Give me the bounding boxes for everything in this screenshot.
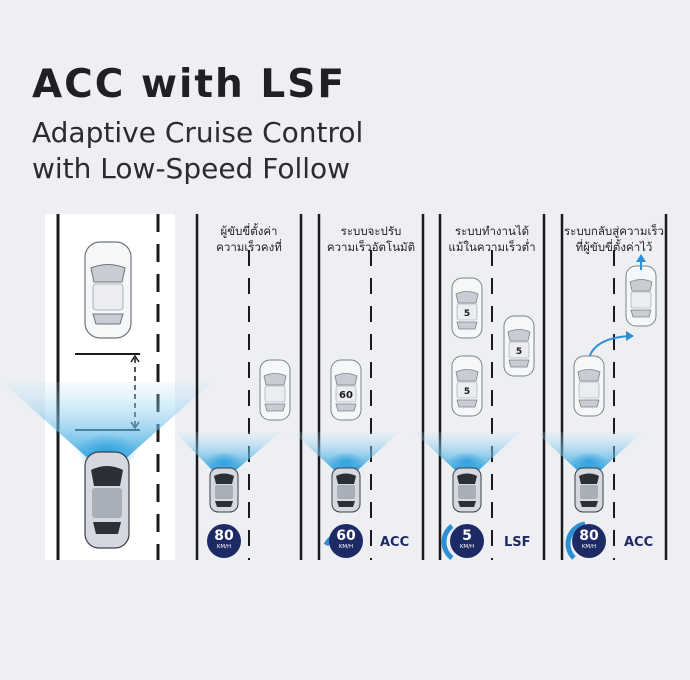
- panel-2-lanes: [317, 214, 425, 560]
- panel-1-lanes: [195, 214, 303, 560]
- lead-car: [84, 241, 132, 339]
- panel-3-lanes: [438, 214, 546, 560]
- panel-4-lead-car: [573, 355, 605, 417]
- svg-text:5: 5: [464, 387, 470, 397]
- panel-4-caption: ระบบกลับสู่ความเร็ว ที่ผู้ขับขี่ตั้งค่าไ…: [563, 224, 665, 254]
- panel-3-side-car: [503, 315, 535, 377]
- panel-3-lead-car: [451, 355, 483, 417]
- panel-3-front-car: [451, 277, 483, 339]
- panel-1-caption: ผู้ขับขี่ตั้งค่า ความเร็วคงที่: [216, 224, 282, 254]
- panel-1-radar-beam: [175, 432, 281, 470]
- panel-2-lead-car-speed: 60: [339, 390, 353, 401]
- panel-2-mode-label: ACC: [380, 535, 410, 550]
- panel-1-ego-car: [209, 467, 239, 513]
- panel-1-other-car: [259, 359, 291, 421]
- panel-4-departing-car: [625, 265, 657, 327]
- subtitle-line-1: Adaptive Cruise Control: [32, 116, 364, 149]
- subtitle-line-2: with Low-Speed Follow: [32, 152, 351, 185]
- panel-3-radar-beam: [414, 432, 520, 470]
- ego-car: [84, 451, 130, 549]
- panel-3-caption: ระบบทำงานได้ แม้ในความเร็วต่ำ: [448, 224, 536, 254]
- panel-3-ego-car: [452, 467, 482, 513]
- panel-2-radar-beam: [293, 432, 399, 470]
- panel-4-radar-beam: [536, 432, 642, 470]
- svg-text:5: 5: [464, 309, 470, 319]
- radar-beam: [2, 382, 212, 462]
- panel-4-mode-label: ACC: [624, 535, 654, 550]
- panel-3-mode-label: LSF: [504, 535, 531, 550]
- panel-2-ego-car: [331, 467, 361, 513]
- panel-4-lanes: [560, 214, 668, 560]
- panel-2-caption: ระบบจะปรับ ความเร็วอัตโนมัติ: [326, 224, 416, 254]
- svg-text:5: 5: [516, 347, 522, 357]
- page-title: ACC with LSF: [32, 62, 346, 107]
- panel-4-ego-car: [574, 467, 604, 513]
- panel-4-lane-change-arrow: [588, 335, 631, 359]
- panel-3-speed-arrow: [441, 524, 454, 560]
